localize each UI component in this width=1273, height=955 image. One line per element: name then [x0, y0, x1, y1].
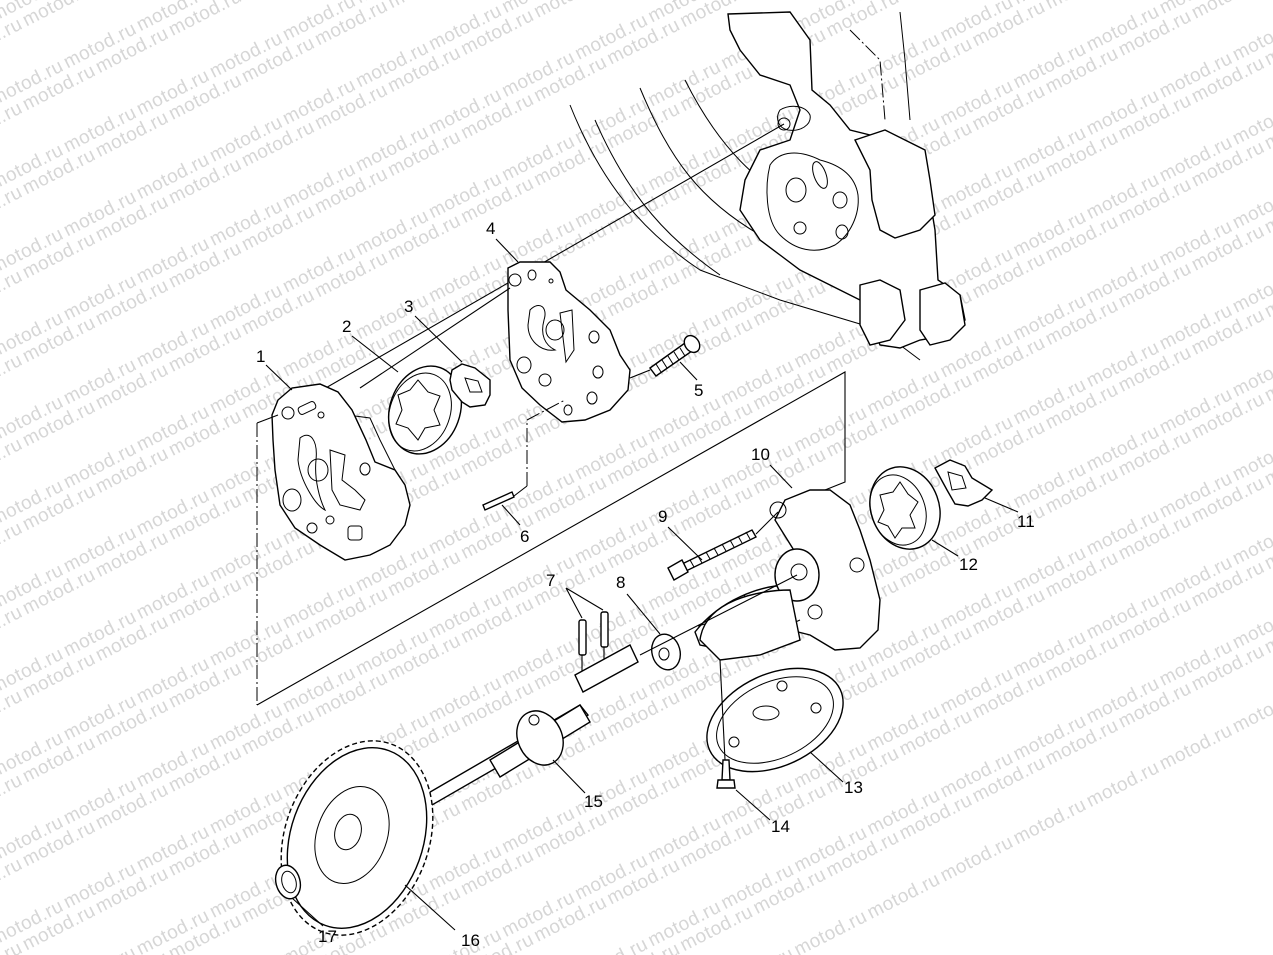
- part-8-washer: [650, 633, 682, 671]
- part-10-flange-disk: [699, 589, 801, 661]
- part-12-outer-rotor: [869, 466, 941, 550]
- part-15-pump-shaft: [423, 574, 798, 806]
- part-16-drive-gear: [280, 740, 434, 936]
- alignment-line-right: [256, 371, 846, 706]
- callout-17: 17: [318, 927, 337, 946]
- part-5-screw: [629, 334, 701, 379]
- callout-16: 16: [461, 931, 480, 950]
- callout-13: 13: [844, 778, 863, 797]
- callout-12: 12: [959, 555, 978, 574]
- callout-1: 1: [256, 347, 265, 366]
- callout-9: 9: [658, 507, 667, 526]
- callout-labels: 1 2 3 4 5 6 7 8 9 10 11 12 13 14 15 16 1…: [256, 219, 1035, 950]
- callout-11: 11: [1017, 512, 1035, 531]
- callout-5: 5: [694, 381, 703, 400]
- part-13-cover-plate: [706, 667, 844, 773]
- callout-15: 15: [584, 792, 603, 811]
- callout-3: 3: [404, 297, 413, 316]
- callout-14: 14: [771, 817, 790, 836]
- callout-4: 4: [486, 219, 495, 238]
- part-2-outer-rotor: [387, 365, 463, 455]
- callout-7: 7: [546, 571, 555, 590]
- callout-8: 8: [616, 573, 625, 592]
- callout-leaders: [265, 238, 1019, 931]
- part-11-inner-rotor: [934, 459, 994, 507]
- part-1-pump-body: [271, 383, 411, 561]
- callout-2: 2: [342, 317, 351, 336]
- alignment-line-dowel: [526, 399, 566, 486]
- part-3-inner-rotor: [449, 363, 491, 408]
- part-14-screw: [716, 659, 736, 789]
- callout-6: 6: [520, 527, 529, 546]
- part-4-pump-plate: [507, 261, 631, 423]
- callout-10: 10: [751, 445, 770, 464]
- part-9-bolt: [667, 511, 779, 581]
- crankcase-housing: [569, 11, 966, 361]
- part-6-dowel-pin: [482, 491, 515, 511]
